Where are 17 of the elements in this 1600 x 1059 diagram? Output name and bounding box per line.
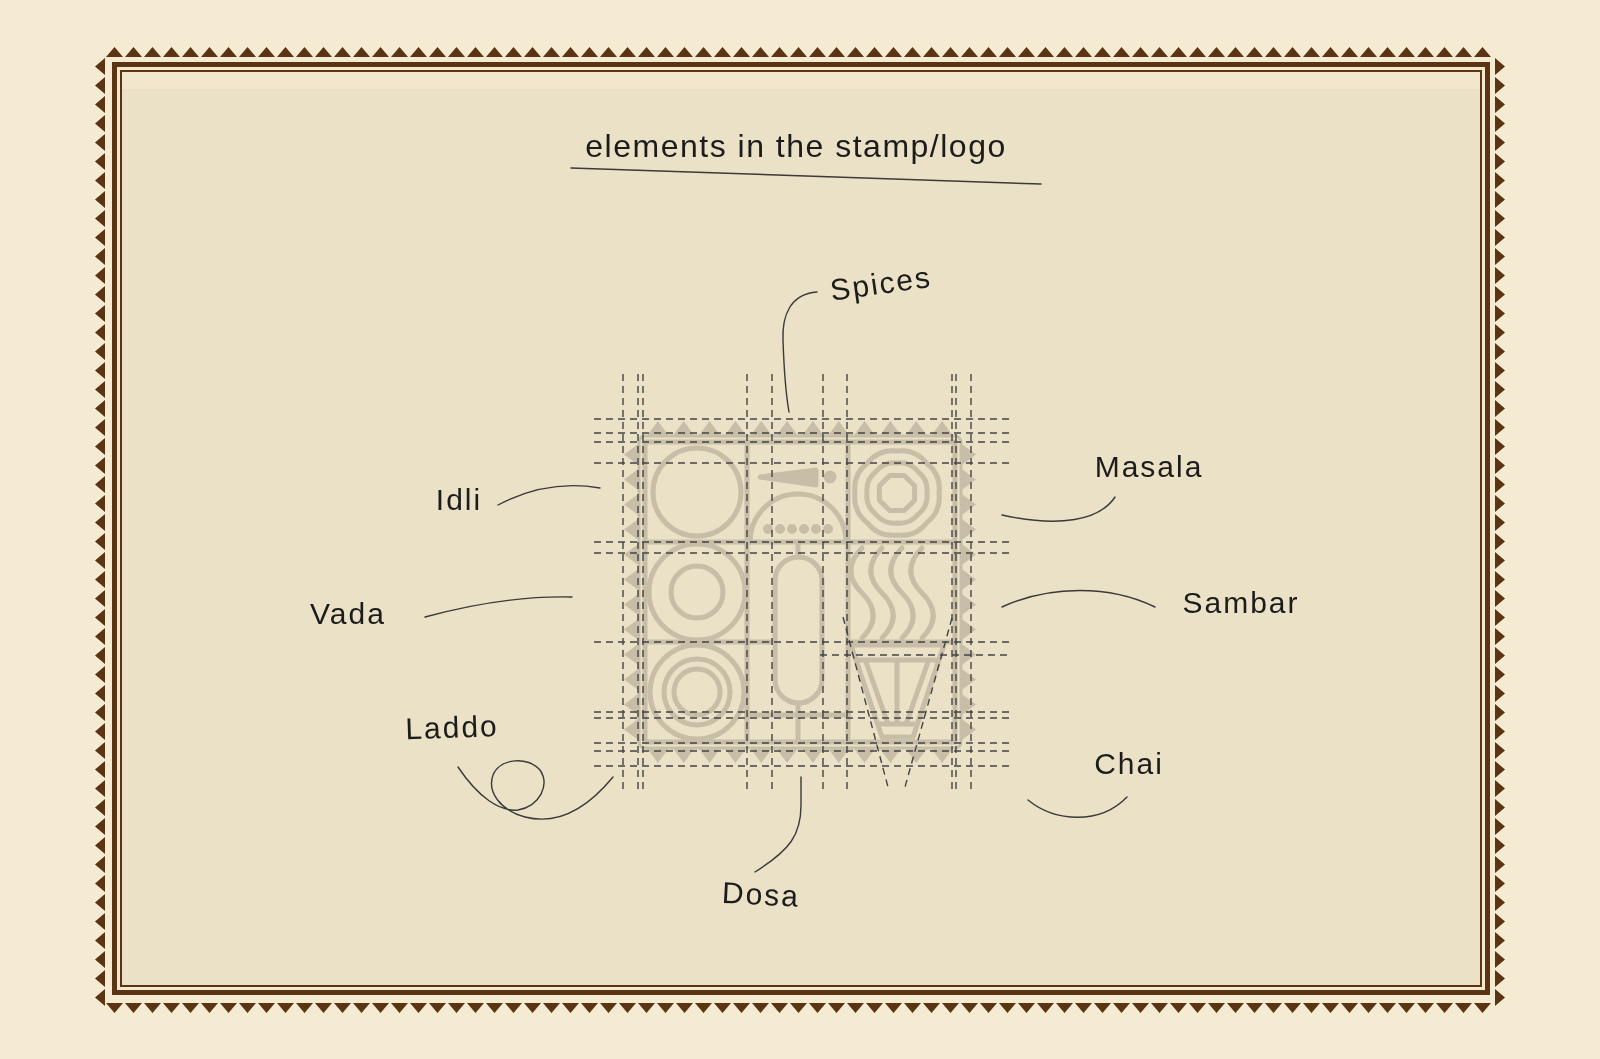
- leader-line: [457, 760, 614, 820]
- callout-label: Laddo: [404, 709, 500, 747]
- leader-line: [424, 596, 573, 618]
- leader-line: [754, 776, 802, 873]
- callout-label: Spices: [828, 259, 934, 309]
- leader-line: [782, 291, 818, 413]
- leader-line: [1027, 796, 1128, 818]
- callout-label: Dosa: [721, 875, 801, 915]
- callout-label: Idli: [435, 482, 483, 518]
- callout-label: Vada: [310, 596, 386, 632]
- leader-line: [1001, 589, 1156, 608]
- title: elements in the stamp/logo: [585, 127, 1007, 165]
- leader-line: [1001, 496, 1116, 522]
- leader-line: [497, 484, 601, 506]
- callout-label: Masala: [1094, 449, 1204, 485]
- callout-label: Chai: [1094, 746, 1164, 782]
- callout-label: Sambar: [1182, 585, 1300, 621]
